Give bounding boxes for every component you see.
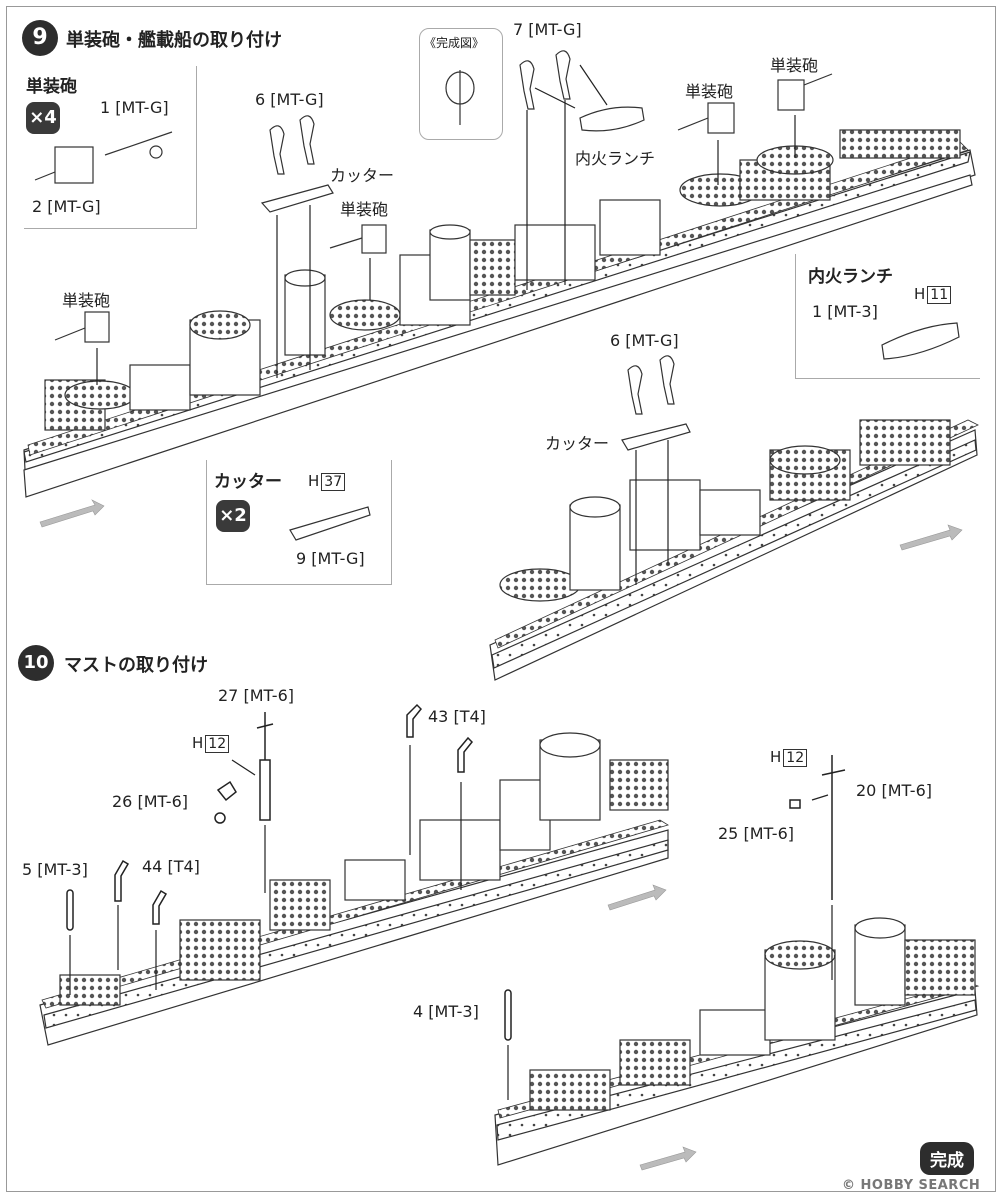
h12-right-number: 12	[783, 749, 808, 767]
launch-inset-frame	[795, 254, 980, 379]
step-9-title: 単装砲・艦載船の取り付け	[66, 30, 282, 51]
part-6-top-label: 6 [MT-G]	[255, 90, 324, 109]
cutter-qty-badge: ×2	[216, 500, 250, 532]
part-27-label: 27 [MT-6]	[218, 686, 294, 705]
cutter-right-label: カッター	[545, 434, 610, 453]
gun-part-b: 2 [MT-G]	[32, 197, 101, 216]
launch-inset-title: 内火ランチ	[808, 267, 893, 287]
cutter-inset-title: カッター	[214, 472, 282, 492]
cutter-part: 9 [MT-G]	[296, 549, 365, 568]
part-7-label: 7 [MT-G]	[513, 20, 582, 39]
cutter-top-label: カッター	[330, 166, 395, 185]
cutter-inset-frame	[206, 460, 392, 585]
complete-view-title: 《完成図》	[424, 36, 485, 50]
complete-view-inset-frame	[419, 28, 503, 140]
step-10-number: 10	[18, 645, 54, 681]
launch-h-number: 11	[927, 286, 952, 304]
step-10-title: マストの取り付け	[64, 655, 208, 676]
part-43-label: 43 [T4]	[428, 707, 486, 726]
gun-inset-title: 単装砲	[26, 77, 77, 97]
part-26-label: 26 [MT-6]	[112, 792, 188, 811]
step-9-number: 9	[22, 20, 58, 56]
complete-badge: 完成	[920, 1142, 974, 1175]
gun-label-left: 単装砲	[62, 291, 111, 310]
part-25-label: 25 [MT-6]	[718, 824, 794, 843]
part-6-right-label: 6 [MT-G]	[610, 331, 679, 350]
part-44-label: 44 [T4]	[142, 857, 200, 876]
part-5-label: 5 [MT-3]	[22, 860, 88, 879]
gun-inset-frame	[24, 66, 197, 229]
h12-left-number: 12	[205, 735, 230, 753]
gun-qty-badge: ×4	[26, 102, 60, 134]
ship-step9-main	[23, 129, 976, 498]
part-4-label: 4 [MT-3]	[413, 1002, 479, 1021]
gun-part-a: 1 [MT-G]	[100, 98, 169, 117]
launch-label: 内火ランチ	[575, 149, 656, 168]
part-20-label: 20 [MT-6]	[856, 781, 932, 800]
gun-label-center: 単装砲	[340, 200, 389, 219]
page-frame	[6, 6, 996, 1192]
gun-label-right-top: 単装砲	[770, 56, 819, 75]
gun-label-right-mid: 単装砲	[685, 82, 734, 101]
watermark: © HOBBY SEARCH	[842, 1178, 981, 1193]
cutter-h-number: 37	[321, 473, 346, 491]
launch-part: 1 [MT-3]	[812, 302, 878, 321]
